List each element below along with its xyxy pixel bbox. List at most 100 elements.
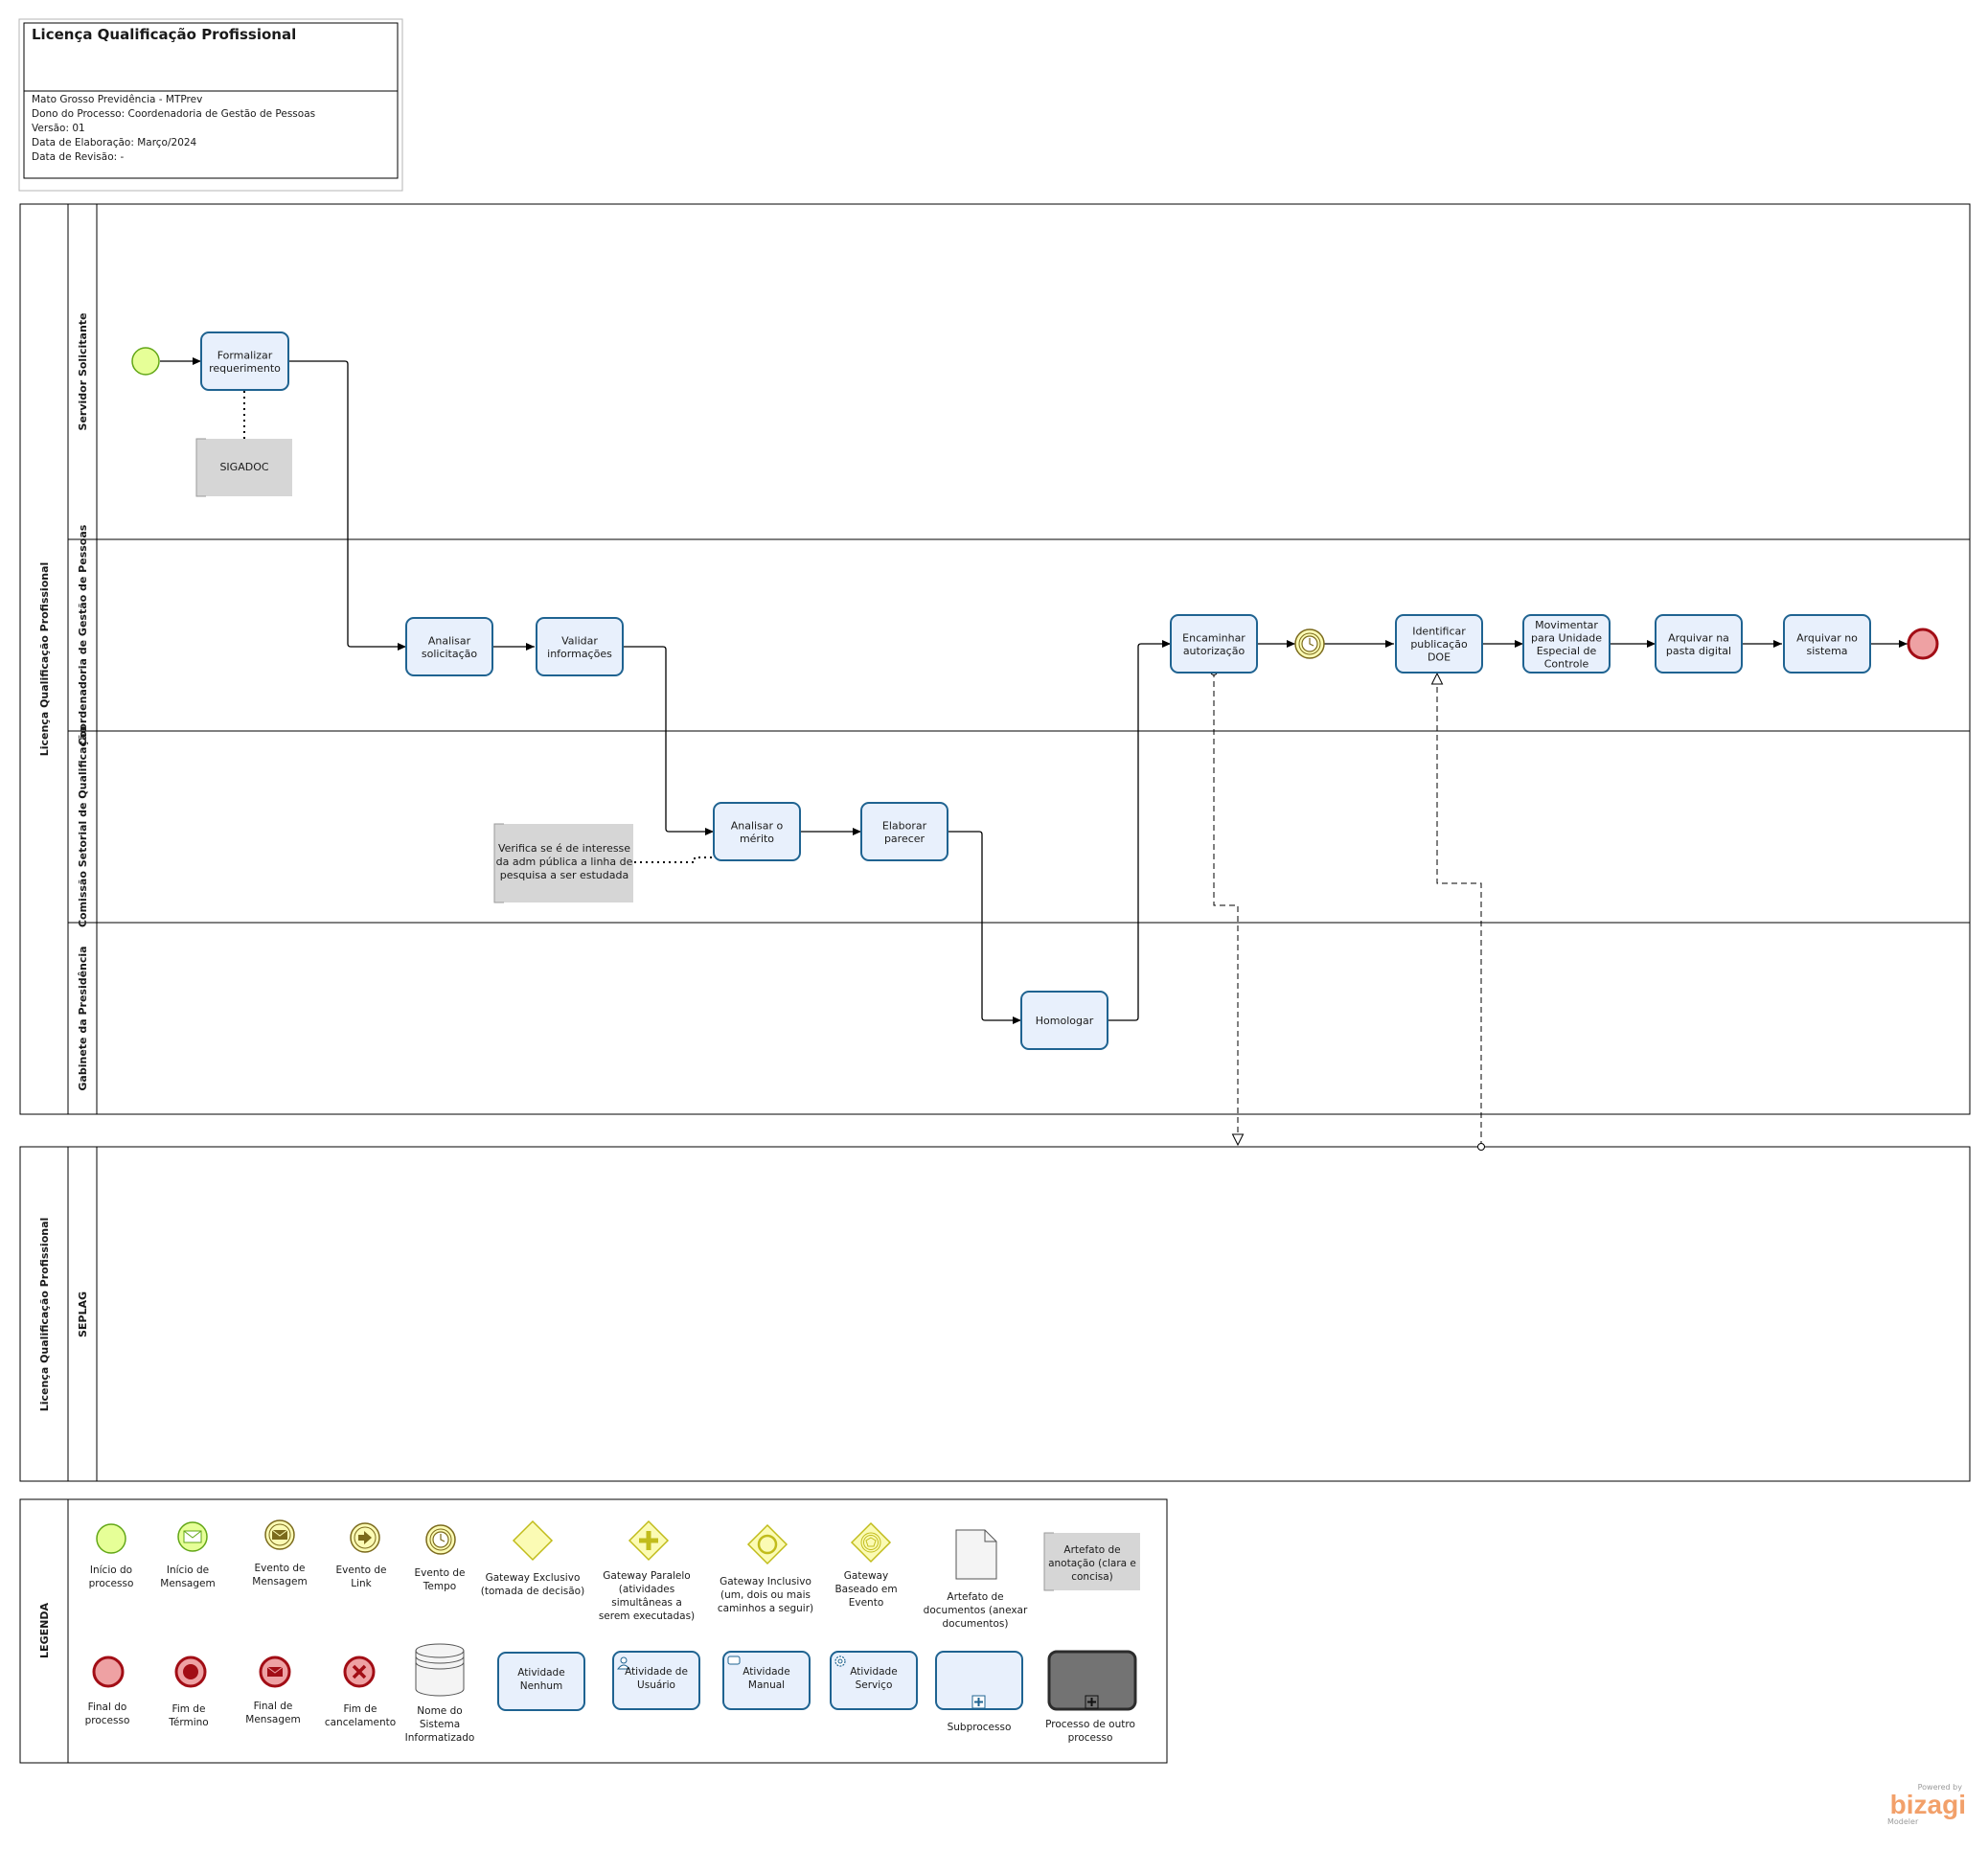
legend-caption-gw-incl: (um, dois ou mais [720,1589,811,1601]
task-label-line: Movimentar [1535,619,1598,631]
legend-event-based-gateway-icon [850,1521,892,1564]
task-label-line: sistema [1806,645,1847,657]
legend-caption-terminate: Fim de [172,1703,206,1715]
annotation-verifica-line-3: pesquisa a ser estudada [500,869,628,881]
legend-cancel-end-event-icon [343,1656,376,1688]
annotation-verifica-line-1: Verifica se é de interesse [498,842,630,855]
task-label-line: Elaborar [882,819,927,832]
legend-caption-timer-event: Tempo [423,1581,456,1592]
legend-caption-doc-artifact: documentos (anexar [924,1605,1028,1616]
legend-task-none-line-1: Atividade [517,1667,564,1679]
association-verifica [634,856,757,863]
legend-caption-end-msg: Mensagem [245,1714,300,1725]
legend-caption-gw-par: simultâneas a [611,1597,682,1609]
legend-caption-start: Início do [90,1565,132,1576]
watermark-brand: bizagi [1890,1790,1966,1819]
legend-task-icon [497,1652,585,1711]
task-label-line: Encaminhar [1182,631,1245,644]
legend-caption-gw-par: serem executadas) [599,1610,695,1622]
legend-caption-gw-incl: Gateway Inclusivo [720,1576,811,1587]
legend-service-task-icon [830,1651,918,1710]
legend-caption-start-msg: Início de [167,1565,209,1576]
legend-caption-gw-event: Baseado em [834,1584,897,1595]
legend-caption-datastore: Informatizado [405,1732,475,1744]
legend-task-user-line-2: Usuário [637,1679,675,1691]
annotation-sigadoc-text: SIGADOC [219,461,268,473]
task-label-line: DOE [1428,651,1451,664]
start-event [131,347,160,376]
task-box [1522,614,1611,674]
main-pool: Licença Qualificação Profissional Servid… [19,203,1971,1115]
legend-caption-gw-excl: Gateway Exclusivo [486,1572,581,1584]
legend-caption-datastore: Nome do [417,1705,462,1717]
task-label-line: parecer [884,833,925,845]
task-label-line: Controle [1544,657,1589,670]
legend-parallel-gateway-icon [628,1519,670,1562]
tasks: FormalizarrequerimentoAnalisarsolicitaçã… [200,331,1871,1050]
task-label-line: informações [547,648,612,660]
lane-label-seplag: SEPLAG [77,1291,89,1337]
legend-caption-call-activity: Processo de outro [1045,1719,1135,1730]
legend-caption-subprocess: Subprocesso [948,1722,1012,1733]
timer-event [1294,628,1325,659]
legend-caption-gw-par: (atividades [619,1584,674,1595]
legend-message-start-event-icon [177,1521,208,1552]
task-label-line: para Unidade [1531,631,1602,644]
task-label-line: pasta digital [1666,645,1731,657]
legend-caption-gw-par: Gateway Paralelo [603,1570,691,1582]
legend-task-manual-line-1: Atividade [743,1666,789,1678]
message-flows [1210,668,1485,1151]
legend-caption-doc-artifact: Artefato de [947,1591,1003,1603]
task-label-line: Arquivar na [1668,631,1729,644]
task-box [1020,991,1108,1050]
legend-caption-end-msg: Final de [254,1701,293,1712]
legend-end-event-icon [92,1656,125,1688]
message-flow-from-seplag [1430,672,1485,1151]
flow-formalizar-to-analisar [288,360,406,651]
legend-caption-start-msg: Mensagem [160,1578,215,1589]
lane-label-servidor: Servidor Solicitante [77,313,89,431]
task-label-line: Especial de [1537,645,1597,657]
task-box [713,802,801,861]
legend-annotation-line-3: concisa) [1071,1571,1113,1583]
legend-exclusive-gateway-icon [512,1519,554,1562]
flow-homologar-to-encaminhar [1108,640,1171,1021]
header-line-version: Versão: 01 [32,123,85,134]
task-label-line: Arquivar no [1796,631,1858,644]
sequence-flows [160,357,1908,1024]
legend-title: LEGENDA [38,1603,51,1658]
legend-caption-gw-incl: caminhos a seguir) [718,1603,813,1614]
legend-caption-datastore: Sistema [420,1719,460,1730]
task-label-line: mérito [740,833,774,845]
header-line-created: Data de Elaboração: Março/2024 [32,137,197,148]
legend-user-task-icon [612,1651,700,1710]
task-label-line: autorização [1183,645,1245,657]
legend-start-event-icon [96,1523,126,1554]
legend-timer-event-icon [425,1524,456,1555]
legend-link-event-icon [350,1522,380,1553]
legend-data-store-icon [415,1643,465,1697]
legend-caption-gw-event: Evento [849,1597,884,1609]
task-box [860,802,948,861]
legend-caption-gw-event: Gateway [844,1570,888,1582]
legend-caption-end: Final do [88,1702,127,1713]
legend-annotation-icon: Artefato de anotação (clara e concisa) [1043,1532,1140,1591]
task-box [405,617,493,676]
header-line-organization: Mato Grosso Previdência - MTPrev [32,94,202,105]
legend-caption-msg-event: Evento de [255,1563,306,1574]
task-label-line: solicitação [422,648,478,660]
legend-task-service-line-1: Atividade [850,1666,897,1678]
legend-message-end-event-icon [259,1656,291,1688]
legend-message-intermediate-event-icon [264,1519,295,1550]
task-box [1783,614,1871,674]
flow-parecer-to-homologar [948,831,1021,1024]
legend-terminate-end-event-icon [174,1656,207,1688]
